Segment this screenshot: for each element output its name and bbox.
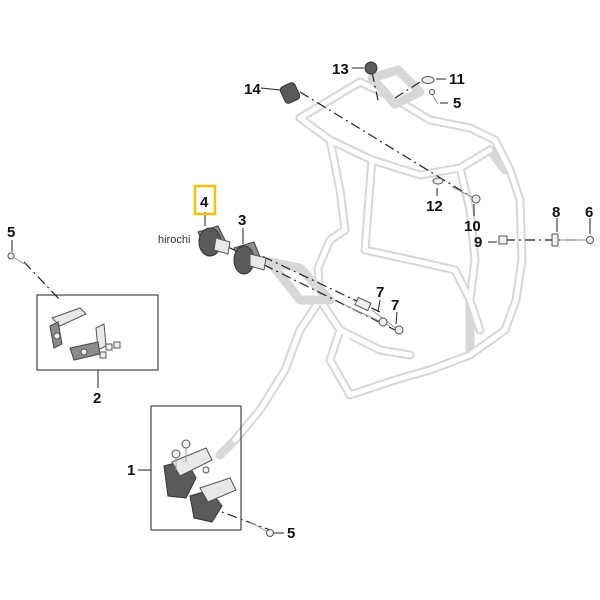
leader-lines [11, 67, 591, 534]
screw-5-bottom [249, 521, 274, 537]
callout-labels: 14 13 11 5 12 10 9 8 6 7 7 3 4 5 2 1 5 [7, 61, 593, 542]
box-2-nuts [99, 341, 121, 359]
callout-10: 10 [464, 218, 481, 235]
kit-box-2 [36, 294, 159, 371]
callout-9: 9 [474, 234, 482, 251]
callout-1: 1 [127, 462, 135, 479]
washer-8 [551, 233, 559, 247]
callout-8: 8 [552, 204, 560, 221]
nut-9 [498, 235, 508, 245]
bolts-7 [344, 296, 404, 335]
washer-11 [421, 76, 435, 84]
knob-13 [364, 61, 378, 75]
callout-4: 4 [200, 194, 209, 211]
callout-6: 6 [585, 204, 593, 221]
callout-5-top: 5 [453, 95, 461, 112]
box-1-pins [171, 439, 210, 474]
bracket-1a [163, 447, 213, 499]
clamp-4 [197, 225, 231, 257]
screw-5-left [7, 252, 25, 265]
watermark-text: hirochi [158, 234, 190, 246]
callout-11: 11 [449, 71, 465, 88]
bracket-2b [69, 323, 107, 361]
callout-5-left: 5 [7, 224, 15, 241]
callout-2: 2 [93, 390, 101, 407]
bolt-6 [560, 236, 594, 244]
pannier-frame [215, 65, 527, 460]
callout-7-b: 7 [391, 297, 399, 314]
callout-12: 12 [426, 198, 443, 215]
screw-5-top [429, 89, 439, 105]
bracket-2a [49, 307, 87, 349]
washer-12 [432, 177, 444, 185]
bolt-10 [451, 186, 481, 204]
highlight-frame [193, 184, 217, 216]
hardware [7, 61, 594, 537]
callout-3: 3 [238, 212, 246, 229]
callout-7-a: 7 [376, 284, 384, 301]
callout-13: 13 [332, 61, 349, 78]
kit-box-1 [150, 405, 242, 531]
callout-5-bottom: 5 [287, 525, 295, 542]
bracket-1b [189, 477, 237, 523]
callout-14: 14 [244, 81, 261, 98]
clamp-3 [233, 241, 267, 275]
bushing-14 [279, 82, 301, 104]
